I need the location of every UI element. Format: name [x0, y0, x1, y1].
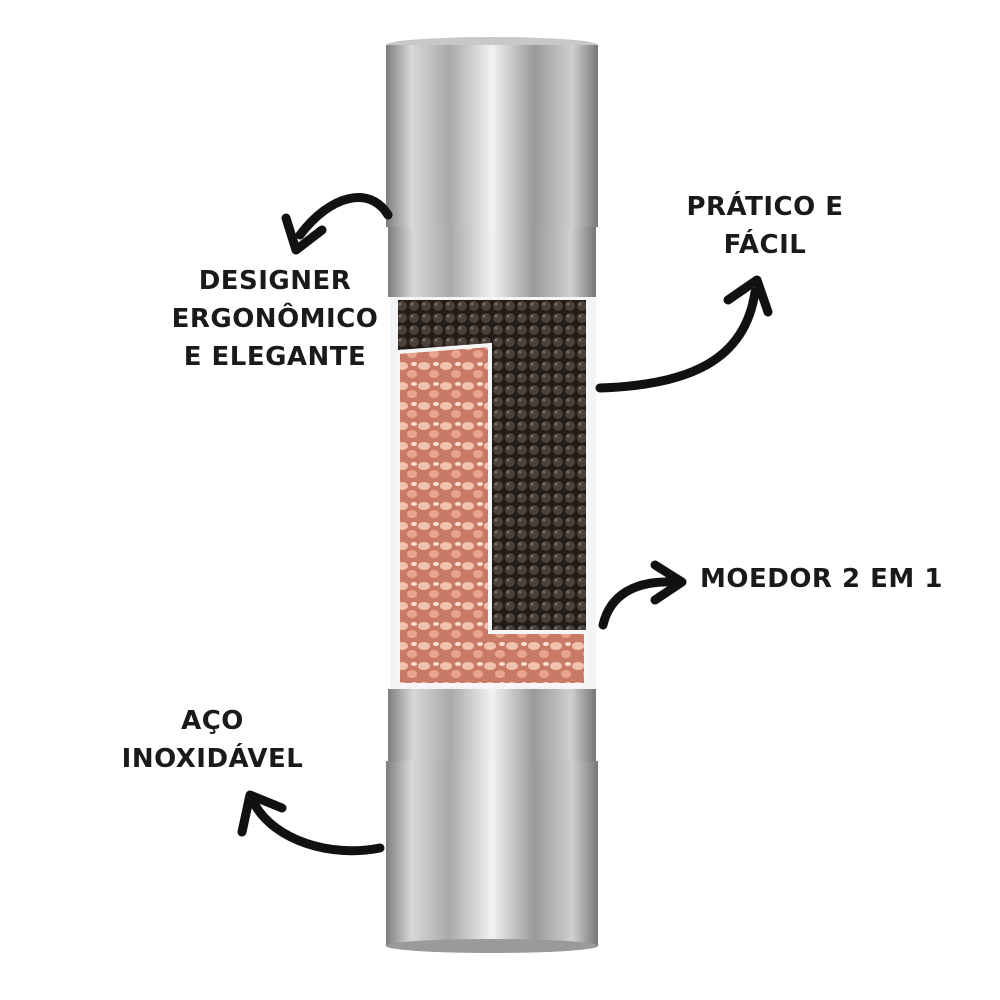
feature-line: FÁCIL — [723, 230, 807, 260]
top-ring — [388, 227, 596, 297]
arrow-icon — [237, 790, 385, 856]
arrow-icon — [595, 275, 773, 393]
arrow-icon — [281, 193, 393, 255]
feature-line: INOXIDÁVEL — [121, 744, 304, 774]
salt-chamber — [396, 342, 588, 687]
arrow-icon — [598, 560, 687, 630]
bottom-cap — [386, 761, 598, 946]
feature-line: AÇO — [181, 706, 244, 736]
feature-line: ERGONÔMICO — [171, 304, 379, 334]
feature-line: PRÁTICO E — [686, 192, 844, 222]
feature-line: MOEDOR 2 EM 1 — [700, 564, 943, 594]
bottom-ring — [388, 689, 596, 761]
feature-two-in-one: MOEDOR 2 EM 1 — [700, 560, 943, 598]
top-cap — [386, 45, 598, 227]
feature-line: E ELEGANTE — [183, 342, 367, 372]
feature-design: DESIGNER ERGONÔMICO E ELEGANTE — [150, 262, 400, 376]
feature-line: DESIGNER — [198, 266, 352, 296]
feature-steel: AÇO INOXIDÁVEL — [100, 702, 325, 778]
feature-practical: PRÁTICO E FÁCIL — [660, 188, 870, 264]
